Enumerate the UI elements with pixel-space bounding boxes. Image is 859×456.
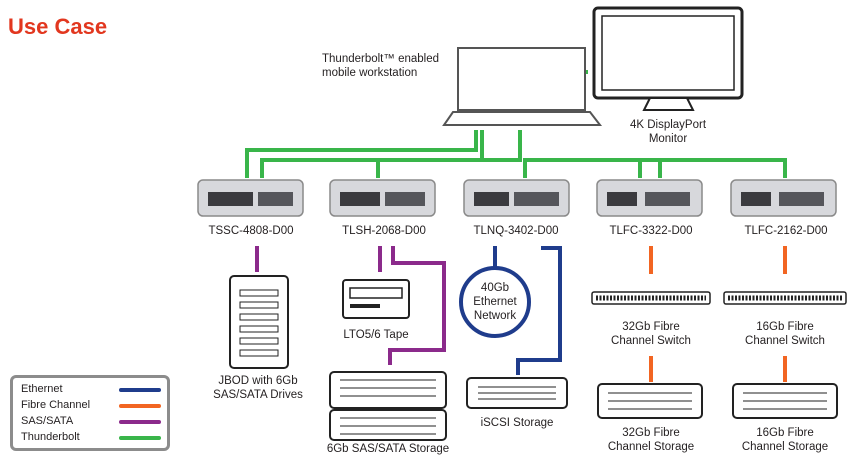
legend-swatch-thunderbolt — [119, 436, 161, 440]
device-label-tlsh-2068: TLSH-2068-D00 — [342, 225, 426, 237]
iscsi-storage-icon — [466, 377, 568, 409]
ethernet-network-label: 40Gb Ethernet Network — [473, 282, 517, 322]
sas-storage-icon — [329, 371, 447, 441]
ethernet-cables — [459, 246, 562, 375]
tape-label: LTO5/6 Tape — [343, 329, 409, 341]
jbod-icon — [229, 275, 289, 369]
device-tlsh-2068 — [329, 179, 436, 217]
fibre-storage-16-label: 16Gb Fibre Channel Storage — [741, 427, 829, 453]
fibre-switch-32-label: 32Gb Fibre Channel Switch — [611, 321, 691, 347]
legend: Ethernet Fibre Channel SAS/SATA Thunderb… — [10, 375, 170, 451]
fibre-cables — [649, 246, 787, 382]
monitor-label: 4K DisplayPort Monitor — [629, 119, 707, 145]
fibre-storage-16-icon — [732, 383, 838, 419]
device-tlfc-2162 — [730, 179, 837, 217]
fibre-switch-32-icon — [591, 291, 711, 305]
sas-storage-label: 6Gb SAS/SATA Storage — [326, 443, 450, 455]
thunderbolt-cables — [245, 70, 787, 178]
fibre-storage-32-icon — [597, 383, 703, 419]
legend-row-fibre-channel: Fibre Channel — [21, 398, 171, 414]
fibre-switch-16-icon — [723, 291, 847, 305]
legend-row-ethernet: Ethernet — [21, 382, 171, 398]
legend-label-fibre-channel: Fibre Channel — [21, 399, 91, 411]
monitor-icon — [592, 6, 744, 111]
iscsi-storage-label: iSCSI Storage — [480, 417, 554, 429]
device-tlnq-3402 — [463, 179, 570, 217]
legend-label-sas-sata: SAS/SATA — [21, 415, 74, 427]
device-boxes — [197, 179, 837, 217]
legend-swatch-sas-sata — [119, 420, 161, 424]
device-label-tlfc-2162: TLFC-2162-D00 — [744, 225, 828, 237]
legend-label-ethernet: Ethernet — [21, 383, 63, 395]
device-tlfc-3322 — [596, 179, 703, 217]
fibre-storage-32-label: 32Gb Fibre Channel Storage — [607, 427, 695, 453]
fibre-switch-16-label: 16Gb Fibre Channel Switch — [745, 321, 825, 347]
legend-row-thunderbolt: Thunderbolt — [21, 430, 171, 446]
device-label-tlfc-3322: TLFC-3322-D00 — [609, 225, 693, 237]
device-label-tssc-4808: TSSC-4808-D00 — [208, 225, 294, 237]
workstation-label: Thunderbolt™ enabled mobile workstation — [322, 53, 439, 79]
sas-cables — [255, 246, 446, 365]
device-label-tlnq-3402: TLNQ-3402-D00 — [473, 225, 559, 237]
page-title: Use Case — [8, 14, 108, 39]
legend-swatch-fibre-channel — [119, 404, 161, 408]
legend-swatch-ethernet — [119, 388, 161, 392]
laptop-icon — [442, 47, 603, 126]
legend-row-sas-sata: SAS/SATA — [21, 414, 171, 430]
jbod-label: JBOD with 6Gb SAS/SATA Drives — [213, 375, 303, 401]
device-tssc-4808 — [197, 179, 304, 217]
tape-drive-icon — [342, 279, 410, 319]
legend-label-thunderbolt: Thunderbolt — [21, 431, 80, 443]
